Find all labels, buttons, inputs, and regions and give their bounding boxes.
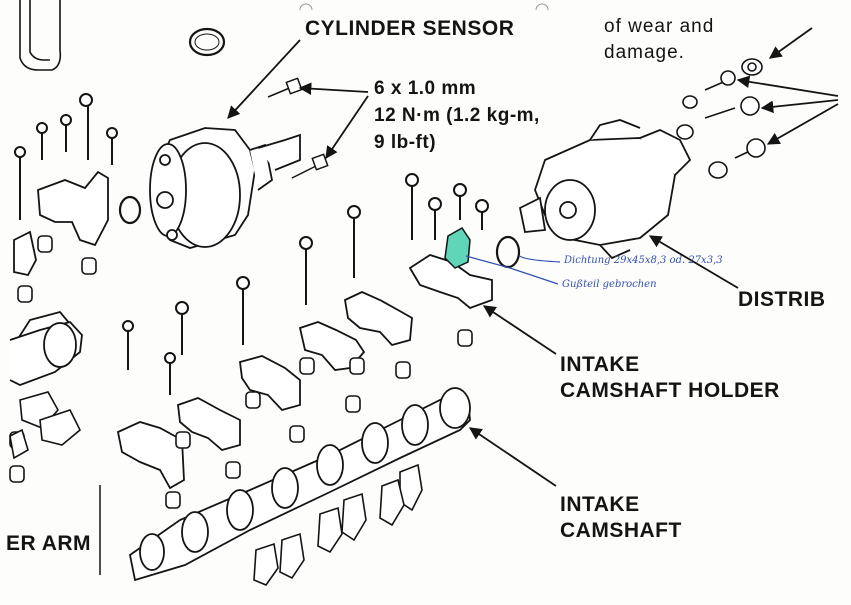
broken-casting-handwritten-note: Gußteil gebrochen xyxy=(562,279,657,290)
rocker-arm-label: ER ARM xyxy=(6,532,92,555)
cover-part xyxy=(19,0,62,71)
bolt-spec-torque-lbft: 9 lb-ft) xyxy=(374,132,437,153)
wear-note-line1: of wear and xyxy=(604,16,715,37)
cylinder-sensor-part xyxy=(149,127,301,249)
bolt-spec-torque-nm: 12 N·m (1.2 kg-m, xyxy=(374,105,540,126)
intake-camshaft-part xyxy=(129,387,471,582)
wear-note-line2: damage. xyxy=(604,42,685,63)
exhaust-camshaft-part xyxy=(9,320,83,386)
intake-camshaft-label-line2: CAMSHAFT xyxy=(560,519,682,542)
distributor-bolt-icon xyxy=(676,58,766,179)
pen-annotation-line xyxy=(465,255,561,285)
cylinder-sensor-label: CYLINDER SENSOR xyxy=(305,17,515,40)
intake-holder-label-line2: CAMSHAFT HOLDER xyxy=(560,379,780,402)
bolt-spec-size: 6 x 1.0 mm xyxy=(374,78,477,99)
distributor-part xyxy=(518,119,692,260)
seal-handwritten-note: Dichtung 29x45x8,3 od. 27x3,3 xyxy=(564,255,723,266)
intake-camshaft-label-line1: INTAKE xyxy=(560,493,640,516)
holder-bolt-icon xyxy=(14,93,489,395)
bolt-icon xyxy=(267,77,329,179)
distributor-label: DISTRIB xyxy=(738,288,826,311)
leader-arrow xyxy=(227,27,839,487)
dowel-pin-icon xyxy=(9,235,473,509)
rocker-arm-part xyxy=(9,391,423,586)
broken-casting-highlight xyxy=(444,227,471,269)
intake-holder-label-line1: INTAKE xyxy=(560,353,640,376)
binder-hole xyxy=(299,3,549,11)
